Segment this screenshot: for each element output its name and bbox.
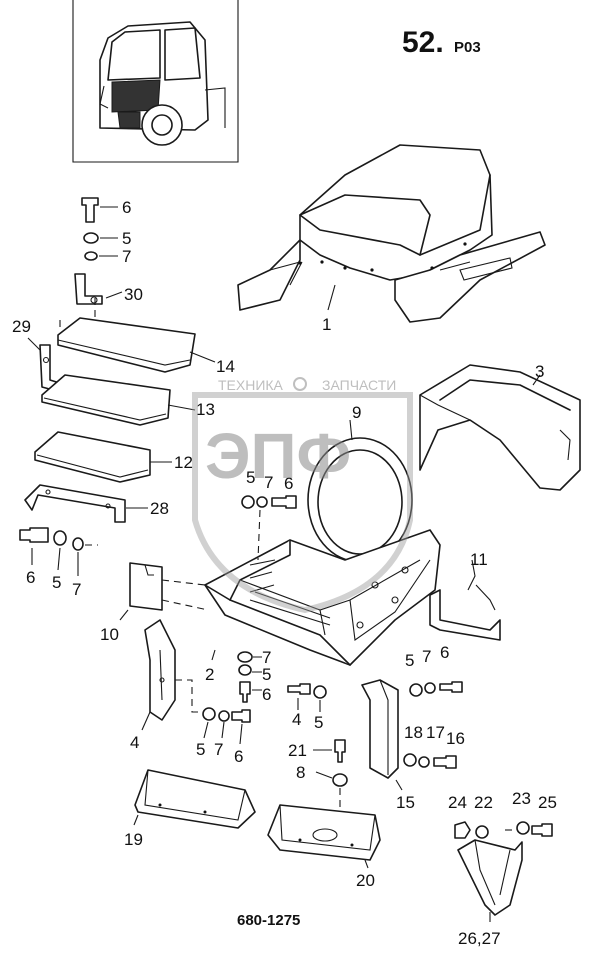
fastener-21-8: 21 8: [288, 739, 348, 810]
callout-1: 1: [322, 315, 331, 334]
callout-4b: 4: [292, 710, 301, 729]
callout-5g: 5: [196, 740, 205, 759]
part-1-engine-cover: 1: [237, 144, 546, 334]
callout-6a: 6: [122, 198, 131, 217]
callout-6e: 6: [262, 685, 271, 704]
page-number: 52.: [402, 26, 444, 59]
callout-21: 21: [288, 741, 307, 760]
part-10-plate: 10: [100, 562, 209, 644]
part-11-bracket: 11: [429, 550, 501, 641]
callout-18: 18: [404, 723, 423, 742]
part-3-curved-cover: 3: [419, 362, 581, 491]
callout-8: 8: [296, 763, 305, 782]
callout-16: 16: [446, 729, 465, 748]
callout-3: 3: [535, 362, 544, 381]
watermark-text-left: ТЕХНИКА: [218, 377, 284, 393]
callout-20: 20: [356, 871, 375, 890]
callout-30: 30: [124, 285, 143, 304]
callout-5c: 5: [246, 468, 255, 487]
callout-7d: 7: [422, 647, 431, 666]
drawing-number: 680-1275: [237, 912, 300, 929]
callout-6b: 6: [26, 568, 35, 587]
callout-6f: 6: [234, 747, 243, 766]
callout-7f: 7: [214, 740, 223, 759]
part-26-27-bracket: 26,27: [457, 839, 523, 948]
callout-5a: 5: [122, 229, 131, 248]
callout-25: 25: [538, 793, 557, 812]
callout-5d: 5: [405, 651, 414, 670]
callout-2: 2: [205, 665, 214, 684]
callout-17: 17: [426, 723, 445, 742]
watermark-logo: ЭПФ: [205, 420, 351, 492]
callout-5f: 5: [314, 713, 323, 732]
callout-13: 13: [196, 400, 215, 419]
fastener-row-right: 5 7 6: [405, 643, 463, 697]
callout-12: 12: [174, 453, 193, 472]
callout-7a: 7: [122, 247, 131, 266]
callout-6c: 6: [284, 474, 293, 493]
watermark-text-right: ЗАПЧАСТИ: [322, 377, 396, 393]
fastener-row-22-25: 24 22 23 25: [448, 789, 557, 839]
page-suffix: P03: [454, 39, 481, 56]
callout-11: 11: [470, 550, 488, 569]
fastener-row-center-top: 5 7 6: [241, 468, 297, 561]
callout-29: 29: [12, 317, 31, 336]
part-28-bracket: 28: [24, 484, 169, 523]
callout-24: 24: [448, 793, 467, 812]
fastener-4-5-center: 4 5: [287, 683, 327, 732]
callout-14: 14: [216, 357, 235, 376]
callout-10: 10: [100, 625, 119, 644]
fastener-row-16-18: 18 17 16: [403, 723, 465, 769]
watermark: ТЕХНИКА ЗАПЧАСТИ ЭПФ: [192, 377, 413, 614]
callout-26-27: 26,27: [458, 929, 501, 948]
callout-7c: 7: [264, 473, 273, 492]
part-2-main-frame: 2: [204, 529, 441, 684]
callout-5b: 5: [52, 573, 61, 592]
callout-9: 9: [352, 403, 361, 422]
callout-4: 4: [130, 733, 139, 752]
callout-22: 22: [474, 793, 493, 812]
callout-23: 23: [512, 789, 531, 808]
callout-7e: 7: [262, 648, 271, 667]
part-15-bracket: 15: [361, 679, 415, 812]
part-9-ring: 9: [307, 403, 413, 563]
fastener-stack-center: 7 5 6: [237, 648, 271, 704]
callout-7b: 7: [72, 580, 81, 599]
part-4-bracket: 4: [130, 619, 200, 752]
callout-6d: 6: [440, 643, 449, 662]
callout-19: 19: [124, 830, 143, 849]
callout-28: 28: [150, 499, 169, 518]
fastener-row-left: 6 5 7: [19, 527, 98, 599]
callout-15: 15: [396, 793, 415, 812]
part-19-plate: 19: [124, 769, 256, 849]
fastener-row-lower-left: 5 7 6: [196, 707, 251, 766]
callout-5e: 5: [262, 665, 271, 684]
part-12-pad: 12: [34, 431, 193, 483]
part-13-pad: 13: [41, 374, 215, 426]
gear-icon: [293, 377, 307, 391]
truck-thumbnail: [72, 0, 239, 163]
part-14-pad: 14: [57, 298, 235, 376]
part-20-plate: 20: [267, 804, 381, 890]
fastener-stack-top-left: 6 5 7 30: [74, 197, 143, 305]
